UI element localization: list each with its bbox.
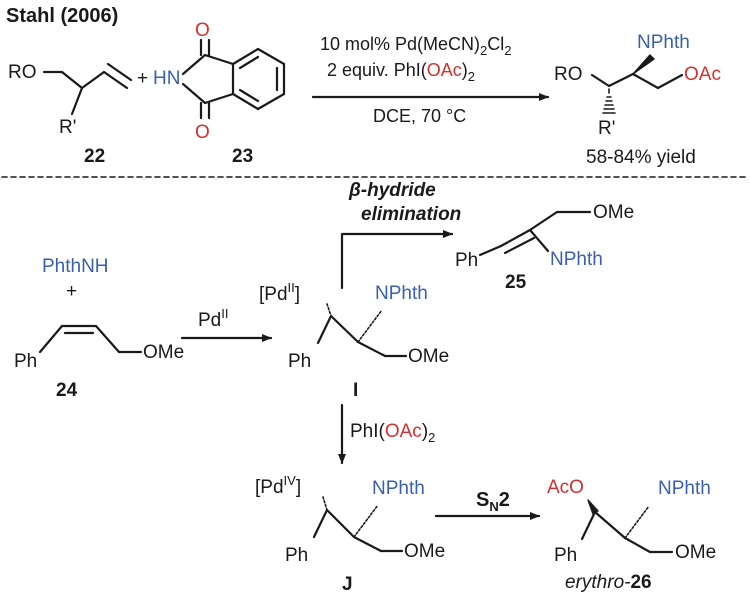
top-product: NPhth RO OAc R' 58-84% yield [554, 32, 721, 168]
oxygen-top: O [195, 20, 210, 41]
product-25-number: 25 [505, 272, 527, 293]
aco-26: AcO [547, 477, 584, 498]
ph-I: Ph [288, 351, 311, 372]
condition-oxidant: 2 equiv. PhI(OAc)2​ [327, 60, 475, 84]
compound-22: RO R' 22 [8, 62, 133, 167]
oxidant-reagent: PhI(OAc)2​ [350, 421, 435, 445]
beta-hydride-line2: elimination [361, 204, 461, 225]
scheme-title: Stahl (2006) [6, 5, 118, 27]
oxidation-step: PhI(OAc)2​ [338, 403, 435, 465]
compound-22-number: 22 [84, 146, 105, 167]
intermediate-I: [PdII​] NPhth Ph OMe I [259, 280, 449, 401]
condition-solvent-temp: DCE, 70 °C [373, 106, 466, 126]
nphth-J: NPhth [372, 478, 425, 499]
r-prime-label: R' [59, 117, 76, 138]
pd-ii-step: PdII​ [180, 306, 273, 342]
nphth-26: NPhth [658, 478, 711, 499]
pd-ii-label: [PdII​] [259, 280, 300, 305]
product-r-prime: R' [598, 118, 615, 139]
oxygen-bottom: O [195, 122, 210, 143]
top-reaction-conditions: 10 mol% Pd(MeCN)2​Cl2​ 2 equiv. PhI(OAc)… [311, 34, 550, 126]
plus-sign-top: + [137, 68, 148, 89]
phthnh-label: PhthNH [42, 256, 109, 277]
ome-25: OMe [593, 202, 634, 223]
intermediate-J-label: J [342, 574, 353, 595]
ph-25: Ph [455, 250, 478, 271]
product-oac: OAc [684, 64, 721, 85]
ome-24: OMe [143, 342, 184, 363]
ph-J: Ph [285, 545, 308, 566]
beta-hydride-arrow [340, 230, 454, 290]
product-nphth: NPhth [637, 32, 690, 53]
ph-26: Ph [554, 545, 577, 566]
compound-23-phthalimide: HN O O 23 [153, 20, 286, 167]
pd-iv-label: [PdIV​] [255, 473, 301, 498]
ro-label: RO [8, 62, 37, 83]
ome-I: OMe [408, 346, 449, 367]
nphth-I: NPhth [375, 283, 428, 304]
product-26: AcO NPhth Ph OMe erythro-26 [547, 477, 716, 593]
beta-hydride-step: β-hydride elimination [340, 180, 461, 290]
beta-hydride-line1: β-hydride [348, 180, 436, 201]
compound-23-number: 23 [232, 146, 253, 167]
ph-24: Ph [14, 351, 37, 372]
product-ro: RO [554, 64, 583, 85]
plus-sign-24: + [66, 281, 77, 302]
ome-J: OMe [404, 541, 445, 562]
compound-24-number: 24 [56, 380, 78, 401]
condition-catalyst: 10 mol% Pd(MeCN)2​Cl2​ [320, 34, 512, 58]
product-25: OMe Ph NPhth 25 [455, 202, 634, 293]
product-yield: 58-84% yield [586, 147, 696, 168]
pd-ii-reagent: PdII​ [198, 306, 228, 331]
sn2-label: SN​2 [476, 489, 510, 514]
hn-label: HN [153, 68, 180, 89]
compound-24: PhthNH + Ph OMe 24 [14, 256, 184, 401]
nphth-25: NPhth [550, 249, 603, 270]
product-26-label: erythro-26 [565, 572, 652, 593]
intermediate-I-label: I [353, 380, 358, 401]
sn2-step: SN​2 [434, 489, 541, 520]
intermediate-J: [PdIV​] NPhth Ph OMe J [255, 473, 445, 595]
ome-26: OMe [675, 542, 716, 563]
